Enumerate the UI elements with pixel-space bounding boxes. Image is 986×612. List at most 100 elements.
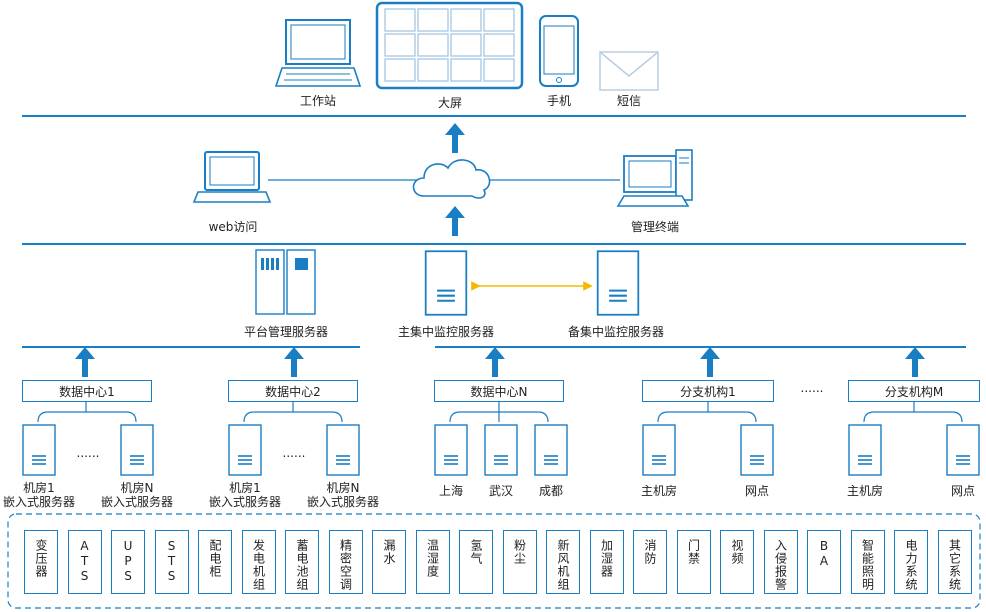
desktop-terminal-icon — [616, 149, 693, 207]
subsystem-box: 漏水 — [372, 530, 406, 594]
laptop-icon — [192, 151, 272, 203]
subsystem-box: STS — [154, 530, 189, 594]
subsystem-box: 氢气 — [459, 530, 493, 594]
up-arrow-branch-m — [905, 347, 925, 377]
subsystem-box: 入侵报警 — [763, 530, 798, 594]
subsystem-label: BA — [817, 539, 831, 569]
room-server-icon — [848, 424, 882, 476]
up-arrow-branch-1 — [700, 347, 720, 377]
video-wall-cell — [483, 58, 515, 82]
video-wall-cell — [417, 33, 449, 57]
subsystem-box: 视频 — [720, 530, 754, 594]
monitor-icon — [274, 19, 362, 87]
subsystem-label: 门禁 — [686, 539, 701, 565]
video-wall-cell — [483, 33, 515, 57]
up-arrow-top — [445, 123, 465, 153]
subsystem-label: 新风机组 — [556, 539, 570, 591]
subsystem-box: 其它系统 — [937, 530, 972, 594]
subsystem-box: ATS — [67, 530, 102, 594]
backup-server-icon — [596, 250, 640, 316]
bracket-center-1 — [37, 411, 137, 423]
label-bigscreen: 大屏 — [437, 96, 463, 110]
label-main-room-1: 主机房 — [640, 484, 678, 498]
video-wall-cell — [384, 58, 416, 82]
bracket-branch-m — [863, 411, 963, 423]
subsystem-box: 门禁 — [676, 530, 711, 594]
subsystem-box: 配电柜 — [198, 530, 232, 594]
subsystem-label: UPS — [121, 539, 135, 584]
cloud-icon — [412, 159, 491, 199]
label-phone: 手机 — [546, 94, 572, 108]
label-terminal: 管理终端 — [630, 220, 680, 234]
room-server-icon — [534, 424, 568, 476]
subsystem-label: 粉尘 — [512, 539, 527, 565]
label-workstation: 工作站 — [299, 94, 337, 108]
room-server-icon — [484, 424, 518, 476]
video-wall-cell — [417, 58, 449, 82]
subsystem-label: 变压器 — [34, 539, 48, 578]
room-server-icon — [22, 424, 56, 476]
bracket-center-2 — [243, 411, 343, 423]
main-server-icon — [424, 250, 468, 316]
ellipsis-rooms-2: ...... — [282, 446, 306, 460]
subsystem-box: 蓄电池组 — [285, 530, 319, 594]
subsystem-label: ATS — [77, 539, 92, 584]
subsystem-label: 漏水 — [382, 539, 396, 565]
center-box-n: 数据中心N — [434, 380, 564, 402]
subsystem-label: STS — [164, 539, 179, 584]
subsystem-label: 智能照明 — [860, 539, 875, 591]
label-web: web访问 — [208, 220, 258, 234]
up-arrow-center-1 — [75, 347, 95, 377]
subsystem-label: 视频 — [730, 539, 744, 565]
branch-box-1: 分支机构1 — [642, 380, 774, 402]
subsystem-box: 电力系统 — [894, 530, 928, 594]
video-wall-cell — [384, 8, 416, 32]
subsystem-label: 消防 — [643, 539, 657, 565]
subsystem-box: 加湿器 — [589, 530, 624, 594]
room-server-icon — [434, 424, 468, 476]
subsystem-box: 发电机组 — [241, 530, 276, 594]
subsystem-label: 加湿器 — [599, 539, 614, 578]
subsystem-label: 精密空调 — [338, 539, 353, 591]
subsystem-box: BA — [807, 530, 841, 594]
bracket-branch-1 — [657, 411, 757, 423]
label-outlet-1: 网点 — [744, 484, 770, 498]
label-backup-server: 备集中监控服务器 — [567, 325, 665, 339]
subsystem-box: 智能照明 — [850, 530, 885, 594]
label-chengdu: 成都 — [538, 484, 564, 498]
up-arrow-center-2 — [284, 347, 304, 377]
platform-server-rack-icon — [255, 249, 316, 315]
room-server-icon — [642, 424, 676, 476]
subsystem-box: 精密空调 — [328, 530, 363, 594]
up-arrow-bottom — [445, 206, 465, 236]
label-platform-server: 平台管理服务器 — [243, 325, 329, 339]
envelope-icon — [599, 51, 659, 91]
label-shanghai: 上海 — [438, 484, 464, 498]
subsystem-box: 消防 — [633, 530, 667, 594]
subsystem-label: 氢气 — [469, 539, 483, 565]
center-box-1: 数据中心1 — [22, 380, 152, 402]
subsystem-box: 粉尘 — [502, 530, 537, 594]
branch-box-m: 分支机构M — [848, 380, 980, 402]
video-wall-cell — [483, 8, 515, 32]
subsystem-label: 蓄电池组 — [295, 539, 309, 591]
subsystem-box: 变压器 — [24, 530, 58, 594]
subsystem-label: 电力系统 — [904, 539, 918, 591]
video-wall-cell — [417, 8, 449, 32]
subsystem-box: 温湿度 — [415, 530, 450, 594]
label-main-room-m: 主机房 — [846, 484, 884, 498]
subsystem-box: UPS — [111, 530, 145, 594]
subsystem-box: 新风机组 — [546, 530, 580, 594]
label-sms: 短信 — [616, 94, 642, 108]
subsystem-label: 入侵报警 — [773, 539, 788, 591]
label-main-server: 主集中监控服务器 — [397, 325, 495, 339]
video-wall-cell — [450, 58, 482, 82]
room-server-icon — [228, 424, 262, 476]
label-wuhan: 武汉 — [488, 484, 514, 498]
subsystem-label: 配电柜 — [208, 539, 222, 578]
